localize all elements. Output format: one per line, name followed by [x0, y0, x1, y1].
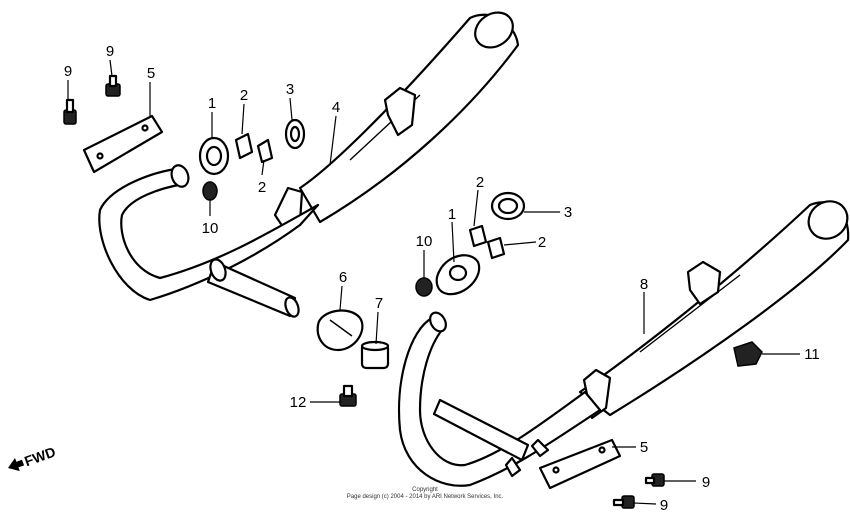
exhaust-pipe-upper[interactable] — [98, 163, 320, 319]
bolt-9-lower-b[interactable] — [612, 495, 635, 509]
collar-2-upper-b[interactable] — [256, 138, 274, 164]
gasket-3-upper[interactable] — [284, 118, 306, 150]
callout-10: 10 — [202, 220, 219, 237]
exhaust-joint-7[interactable] — [360, 340, 390, 370]
callout-2: 2 — [476, 174, 484, 191]
callout-3: 3 — [564, 204, 572, 221]
fwd-arrow-icon — [8, 458, 25, 472]
callout-9: 9 — [64, 63, 72, 80]
heat-shield-5-lower[interactable] — [538, 438, 622, 490]
bolt-9-upper-left[interactable] — [63, 98, 77, 125]
copyright-notice: Copyright Page design (c) 2004 - 2014 by… — [300, 487, 550, 501]
collar-2-lower-b[interactable] — [486, 236, 506, 260]
nut-10-upper[interactable] — [202, 181, 218, 201]
callout-labels: 9 9 5 1 2 3 4 2 10 2 3 1 10 2 6 7 8 11 1… — [64, 43, 820, 514]
callout-7: 7 — [375, 295, 383, 312]
collar-2-lower-a[interactable] — [468, 224, 488, 248]
bolt-9-lower-a[interactable] — [644, 473, 665, 487]
copyright-line1: Copyright — [412, 487, 438, 493]
callout-2: 2 — [240, 87, 248, 104]
muffler-lower[interactable] — [578, 194, 850, 420]
bolt-12[interactable] — [339, 384, 357, 407]
callout-3: 3 — [286, 81, 294, 98]
muffler-upper[interactable] — [273, 5, 520, 232]
gasket-3-lower[interactable] — [490, 191, 526, 221]
callout-11: 11 — [804, 346, 820, 363]
callout-2: 2 — [538, 234, 546, 251]
callout-9: 9 — [702, 474, 710, 491]
callout-4: 4 — [332, 99, 340, 116]
fwd-label: FWD — [22, 443, 57, 469]
exhaust-pipe-lower[interactable] — [398, 310, 602, 487]
nut-10-lower[interactable] — [415, 277, 433, 297]
callout-5: 5 — [147, 65, 155, 82]
copyright-line2: Page design (c) 2004 - 2014 by ARI Netwo… — [346, 494, 504, 500]
callout-2: 2 — [258, 179, 266, 196]
heat-shield-5-upper[interactable] — [82, 114, 164, 174]
fwd-indicator: FWD — [8, 443, 58, 472]
callout-5: 5 — [640, 439, 648, 456]
bolt-9-upper[interactable] — [105, 74, 121, 97]
callout-9: 9 — [660, 497, 668, 514]
callout-9: 9 — [106, 43, 114, 60]
callout-10: 10 — [416, 233, 433, 250]
callout-8: 8 — [640, 276, 648, 293]
leader-lines — [67, 59, 800, 505]
callout-6: 6 — [339, 269, 347, 286]
exhaust-flange-1-upper[interactable] — [198, 136, 230, 176]
callout-1: 1 — [448, 206, 456, 223]
rubber-11[interactable] — [733, 341, 763, 367]
callout-12: 12 — [290, 394, 307, 411]
exhaust-clamp-6[interactable] — [316, 309, 364, 352]
callout-1: 1 — [208, 95, 216, 112]
collar-2-upper-a[interactable] — [234, 132, 254, 160]
exhaust-flange-1-lower[interactable] — [435, 254, 481, 296]
